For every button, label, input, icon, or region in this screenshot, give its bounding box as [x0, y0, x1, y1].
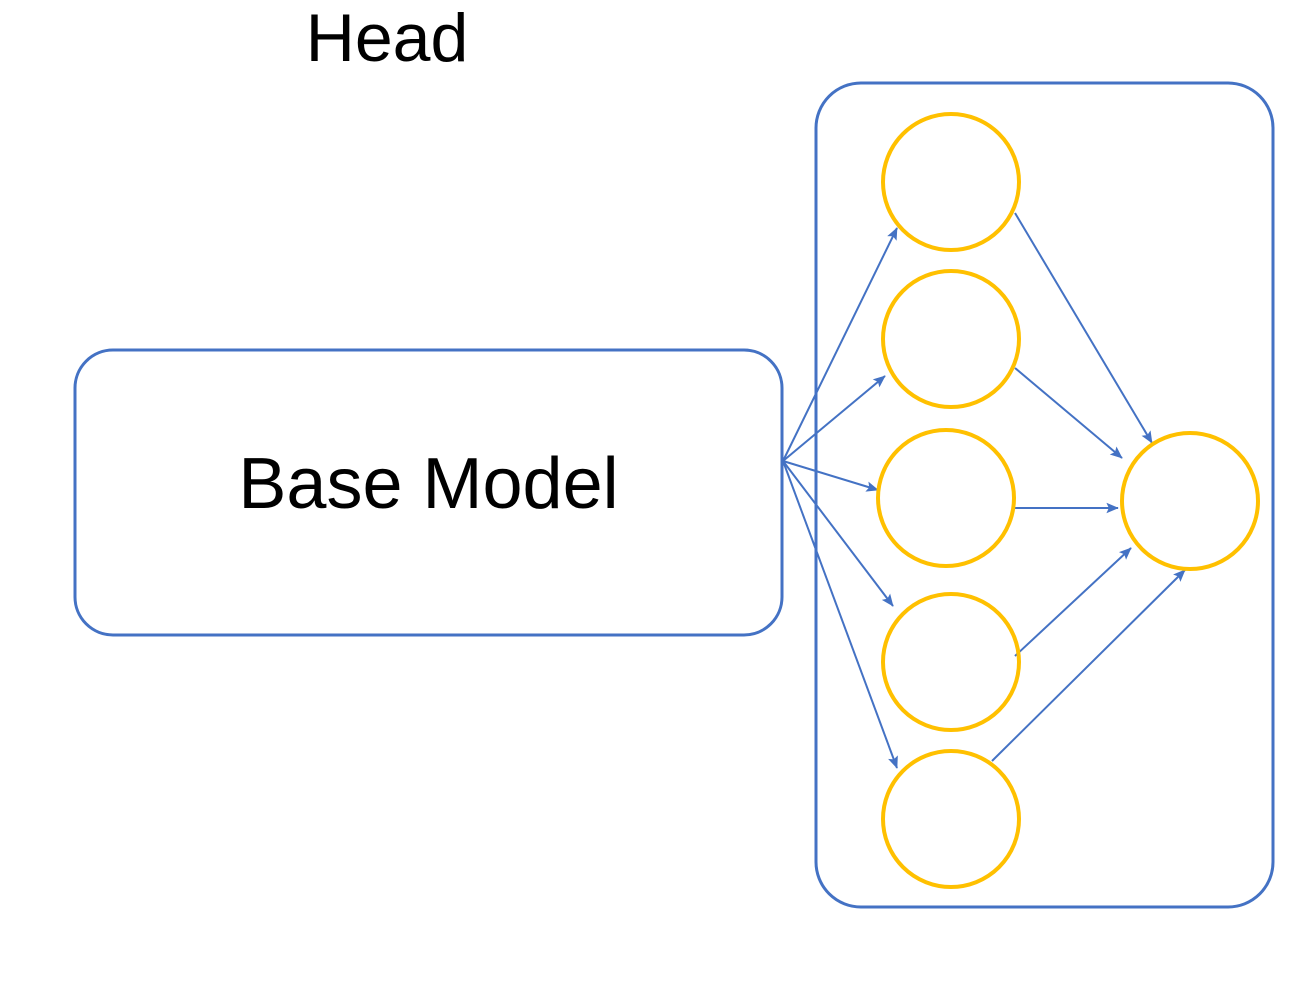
edge-base-to-hidden-4: [782, 460, 894, 607]
head-label: Head: [305, 0, 469, 76]
head-box[interactable]: [814, 81, 1275, 909]
output-edge-group: [991, 212, 1186, 762]
hidden-neuron-1[interactable]: [881, 112, 1021, 252]
hidden-neuron-2[interactable]: [881, 269, 1021, 409]
hidden-neuron-4[interactable]: [881, 592, 1021, 732]
output-neuron[interactable]: [1120, 431, 1260, 571]
hidden-neuron-group: [876, 112, 1021, 889]
edge-base-to-hidden-1: [782, 227, 898, 462]
input-edge-group: [782, 227, 898, 769]
hidden-neuron-5[interactable]: [881, 749, 1021, 889]
edge-base-to-hidden-2: [782, 375, 886, 462]
base-model-label: Base Model: [238, 444, 619, 524]
edge-base-to-hidden-5: [782, 460, 898, 769]
edge-hidden-4-to-output: [1014, 547, 1132, 657]
edge-hidden-1-to-output: [1014, 212, 1153, 444]
edge-base-to-hidden-3: [782, 460, 879, 492]
hidden-neuron-3[interactable]: [876, 428, 1016, 568]
base-model-box[interactable]: [73, 348, 784, 637]
edge-hidden-5-to-output: [991, 569, 1186, 762]
edge-hidden-2-to-output: [1014, 367, 1123, 459]
